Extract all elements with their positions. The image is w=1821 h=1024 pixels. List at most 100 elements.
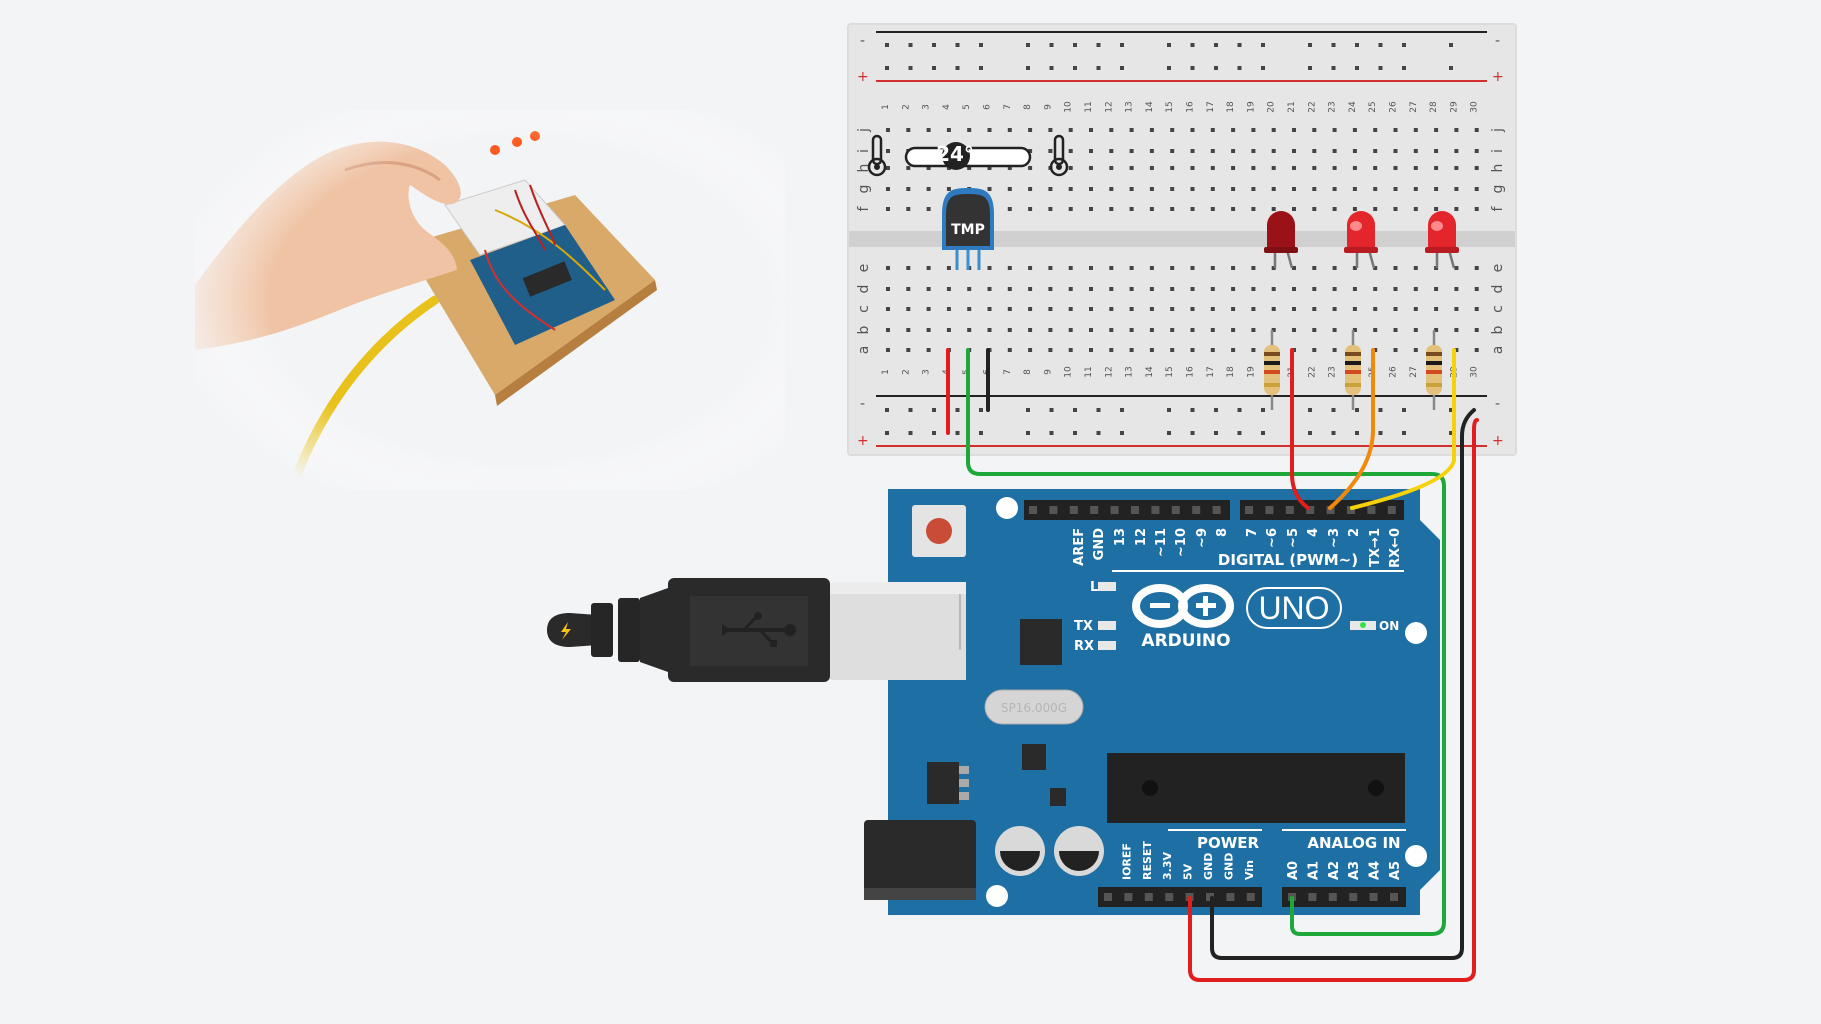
tmp-sensor[interactable]: TMP xyxy=(942,188,994,270)
column-number: 26 xyxy=(1389,366,1399,378)
tmp-label: TMP xyxy=(951,222,985,238)
column-number: 11 xyxy=(1084,101,1094,112)
usb-icon xyxy=(722,612,796,647)
lightning-icon xyxy=(561,622,571,640)
temperature-slider[interactable]: 24° xyxy=(867,134,1069,177)
column-number: 3 xyxy=(922,369,932,375)
column-number: 9 xyxy=(1043,369,1053,375)
led-tx xyxy=(1098,621,1116,630)
column-number: 23 xyxy=(1328,101,1338,112)
column-number: 17 xyxy=(1206,366,1216,377)
rail-plus-tr: + xyxy=(1492,69,1504,85)
rail-minus-br: - xyxy=(1495,396,1500,412)
power-pin-label: GND xyxy=(1202,853,1215,880)
led-3[interactable] xyxy=(1425,211,1459,269)
row-letter: j xyxy=(1490,128,1506,133)
thermometer-hot-icon xyxy=(1049,134,1069,177)
small-chip xyxy=(1022,744,1046,770)
capacitor-1 xyxy=(995,826,1045,876)
wire-red-led xyxy=(1290,348,1310,510)
row-letter: c xyxy=(1490,305,1506,313)
crystal-text: SP16.000G xyxy=(1001,701,1067,715)
voltage-regulator xyxy=(927,762,959,804)
power-pin-label: RESET xyxy=(1141,841,1154,880)
resistor[interactable] xyxy=(1345,330,1361,410)
row-letter: a xyxy=(1490,346,1506,355)
column-number: 18 xyxy=(1226,366,1236,378)
power-pin-label: IOREF xyxy=(1120,843,1133,880)
row-letter: i xyxy=(1490,149,1506,153)
column-number: 16 xyxy=(1186,366,1196,378)
analog-pin-label: A1 xyxy=(1306,861,1321,880)
rail-minus-tr: - xyxy=(1495,33,1500,49)
analog-header-label: ANALOG IN xyxy=(1307,834,1400,852)
column-number: 12 xyxy=(1104,366,1114,377)
column-number: 25 xyxy=(1368,101,1378,112)
analog-pin-label: A4 xyxy=(1368,861,1383,880)
usb-cable[interactable] xyxy=(547,578,966,682)
digital-pin-label: 7 xyxy=(1245,528,1260,537)
column-number: 10 xyxy=(1064,101,1074,113)
power-pin-label: Vin xyxy=(1243,860,1256,880)
row-letter: d xyxy=(856,285,872,294)
led-2[interactable] xyxy=(1344,211,1378,269)
digital-pin-label: 13 xyxy=(1113,528,1128,546)
wire-green xyxy=(966,348,1446,936)
column-number: 11 xyxy=(1084,366,1094,377)
led-1[interactable] xyxy=(1264,211,1298,269)
row-letter: i xyxy=(856,149,872,153)
column-number: 29 xyxy=(1449,101,1459,113)
digital-pin-label: ~3 xyxy=(1327,528,1342,548)
column-number: 2 xyxy=(901,104,911,110)
analog-pin-label: A0 xyxy=(1286,861,1301,880)
column-number: 4 xyxy=(942,104,952,110)
on-label: ON xyxy=(1379,619,1399,633)
model-label: UNO xyxy=(1258,590,1329,626)
column-number: 19 xyxy=(1246,101,1256,113)
row-letter: h xyxy=(1490,164,1506,173)
digital-pin-label: AREF xyxy=(1072,528,1087,566)
led-l xyxy=(1098,582,1116,591)
led-l-label: L xyxy=(1090,580,1098,595)
column-number: 22 xyxy=(1307,366,1317,377)
digital-pin-label: ~9 xyxy=(1195,528,1210,548)
column-number: 13 xyxy=(1125,101,1135,112)
row-letter: d xyxy=(1490,285,1506,294)
column-number: 30 xyxy=(1470,366,1480,378)
digital-pin-label: 2 xyxy=(1347,528,1362,537)
digital-pin-label: ~6 xyxy=(1265,528,1280,548)
analog-pin-label: A5 xyxy=(1388,861,1403,880)
column-number: 6 xyxy=(983,104,993,110)
row-letter: b xyxy=(1490,325,1506,334)
column-number: 18 xyxy=(1226,101,1236,113)
column-number: 21 xyxy=(1287,101,1297,112)
row-letter: f xyxy=(1490,205,1506,211)
column-number: 16 xyxy=(1186,101,1196,113)
column-number: 13 xyxy=(1125,366,1135,377)
wire-yellow-led xyxy=(1350,348,1456,510)
slider-knob[interactable] xyxy=(942,142,970,170)
column-number: 2 xyxy=(901,369,911,375)
column-number: 17 xyxy=(1206,101,1216,112)
row-letter: c xyxy=(856,305,872,313)
column-number: 8 xyxy=(1023,104,1033,110)
column-number: 28 xyxy=(1429,101,1439,113)
rail-minus-tl: - xyxy=(860,33,865,49)
column-number: 26 xyxy=(1389,101,1399,113)
usb-chip xyxy=(1020,619,1062,665)
digital-pin-label: ~10 xyxy=(1174,528,1189,557)
digital-pin-label: 8 xyxy=(1215,528,1230,537)
resistor[interactable] xyxy=(1264,330,1280,410)
digital-pin-label: ~5 xyxy=(1286,528,1301,548)
row-letter: e xyxy=(1490,264,1506,273)
arduino-logo-text: ARDUINO xyxy=(1141,631,1230,651)
resistor[interactable] xyxy=(1426,330,1442,410)
column-number: 27 xyxy=(1409,366,1419,377)
column-number: 7 xyxy=(1003,104,1013,110)
column-number: 3 xyxy=(922,104,932,110)
power-jack xyxy=(864,820,976,900)
slider-value: 24° xyxy=(936,142,974,166)
reset-button[interactable] xyxy=(912,505,966,557)
